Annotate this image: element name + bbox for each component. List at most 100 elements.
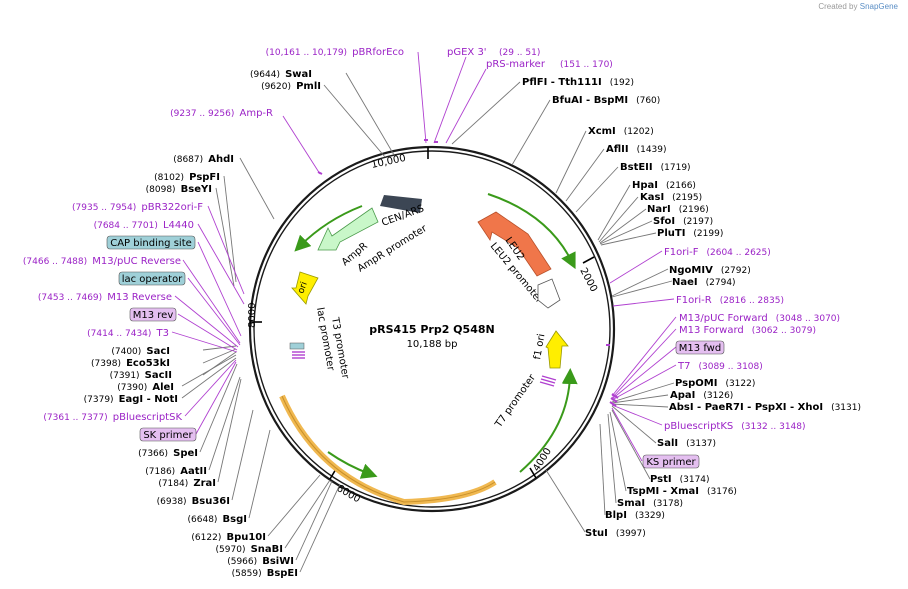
site-pmli: (9620) PmlI <box>261 74 321 93</box>
m13-fwd-box <box>675 340 725 355</box>
lower-orange-arc-core <box>281 395 496 503</box>
site-spei: (7366) SpeI <box>138 441 198 460</box>
cap-binding-site-box <box>106 235 196 250</box>
right-boxed-labels: M13 fwd KS primer <box>642 340 725 469</box>
site-blpi: BlpI(3329) <box>605 510 665 521</box>
feature-pbr322ori-f: (7935 .. 7954) pBR322ori-F <box>72 195 203 214</box>
tick-marks <box>250 147 595 480</box>
site-bfuai-bspmi: BfuAI - BspMI(760) <box>552 95 660 106</box>
site-snabi: (5970) SnaBI <box>216 537 283 556</box>
site-stui: StuI(3997) <box>585 528 646 539</box>
feature-pbluescriptsk: (7361 .. 7377) pBluescriptSK <box>43 405 182 424</box>
ks-primer-label: KS primer <box>646 457 696 468</box>
site-eco53ki: (7398) Eco53kI <box>91 351 170 370</box>
feature-pgex3-range: (29 .. 51) <box>499 48 540 58</box>
feature-t3: (7414 .. 7434) T3 <box>87 321 169 340</box>
feature-pgex3: pGEX 3' <box>447 47 487 58</box>
site-tspmi-xmai: TspMI - XmaI(3176) <box>627 486 737 497</box>
feature-f1ori-r: F1ori-R(2816 .. 2835) <box>676 295 784 306</box>
feature-pbluescriptks: pBluescriptKS(3132 .. 3148) <box>664 421 806 432</box>
f1-ori-label: f1 ori <box>532 333 547 361</box>
site-hpai: HpaI(2166) <box>632 180 696 191</box>
site-pspfi: (8102) PspFI <box>154 165 220 184</box>
site-alei: (7390) AleI <box>117 375 174 394</box>
top-feature-labels: pGEX 3' (29 .. 51) pRS-marker (151 .. 17… <box>447 47 613 70</box>
site-sfoi: SfoI(2197) <box>653 216 713 227</box>
leu2-primer-arc <box>487 193 576 270</box>
right-connectors <box>545 130 677 533</box>
mcs-right-marks <box>539 375 557 387</box>
left-boxed-labels: CAP binding site lac operator M13 rev SK… <box>106 235 197 442</box>
feature-prs-marker-range: (151 .. 170) <box>560 60 613 70</box>
site-kasi: KasI(2195) <box>640 192 702 203</box>
site-apai: ApaI(3126) <box>670 390 733 401</box>
credit-prefix: Created by <box>818 2 858 11</box>
ori-label: ori <box>296 281 309 295</box>
left-enzyme-labels: (9644) SwaI (9620) PmlI (8687) AhdI (810… <box>84 62 321 580</box>
top-connectors <box>433 56 551 166</box>
site-smai: SmaI(3178) <box>617 498 683 509</box>
m13-rev-label: M13 rev <box>133 310 174 321</box>
site-bsu36i: (6938) Bsu36I <box>157 489 230 508</box>
feature-ticks <box>317 139 619 407</box>
f1-ori-arrow <box>545 330 569 369</box>
site-bsteii: BstEII(1719) <box>620 162 691 173</box>
lac-operator-box <box>118 271 186 286</box>
site-zrai: (7184) ZraI <box>158 471 216 490</box>
left-feature-labels: (10,161 .. 10,179) pBRforEco (9237 .. 92… <box>23 40 404 424</box>
sk-primer-label: SK primer <box>143 430 193 441</box>
backbone-inner <box>253 150 611 508</box>
site-aflii: AflII(1439) <box>606 144 667 155</box>
ampr-arrow <box>317 207 379 251</box>
lower-orange-arc <box>279 394 497 506</box>
ks-primer-box <box>642 454 700 469</box>
mcs-left-marks <box>292 351 305 359</box>
t7-promoter-label: T7 promoter <box>493 372 539 431</box>
feature-prs-marker: pRS-marker <box>486 59 546 70</box>
site-bspei: (5859) BspEI <box>232 561 298 580</box>
site-bpu10i: (6122) Bpu10I <box>191 525 266 544</box>
site-aatii: (7186) AatII <box>145 459 207 478</box>
cap-site-mark <box>289 342 305 350</box>
left-feature-connectors <box>171 51 427 435</box>
lower-primer-arc <box>327 451 378 479</box>
site-nari: NarI(2196) <box>647 204 709 215</box>
site-ngomiv: NgoMIV(2792) <box>669 265 751 276</box>
ampr-primer-arc <box>294 205 363 252</box>
site-naei: NaeI(2794) <box>672 277 736 288</box>
tick-label-8000: 8000 <box>247 303 258 328</box>
leu2-promoter-arrow <box>537 278 561 309</box>
m13-fwd-label: M13 fwd <box>679 343 721 354</box>
site-eagi-noti: (7379) EagI - NotI <box>84 387 178 406</box>
site-psti: PstI(3174) <box>650 474 710 485</box>
plasmid-name: pRS415 Prp2 Q548N <box>369 323 494 336</box>
left-connectors <box>181 72 395 573</box>
feature-amp-r: (9237 .. 9256) Amp-R <box>170 101 273 120</box>
lac-operator-label: lac operator <box>122 274 183 285</box>
feature-m13-puc-reverse: (7466 .. 7488) M13/pUC Reverse <box>23 249 181 268</box>
leu2-arrow <box>477 211 552 277</box>
site-ahdi: (8687) AhdI <box>173 147 234 166</box>
right-enzyme-labels: PflFI - Tth111I(192) BfuAI - BspMI(760) … <box>522 77 861 539</box>
feature-m13-reverse: (7453 .. 7469) M13 Reverse <box>38 285 172 304</box>
site-xcmi: XcmI(1202) <box>588 126 654 137</box>
feature-f1ori-f: F1ori-F(2604 .. 2625) <box>664 247 771 258</box>
site-bsiwi: (5966) BsiWI <box>227 549 294 568</box>
cap-binding-site-label: CAP binding site <box>110 238 192 249</box>
snapgene-logo: SnapGene <box>859 2 898 11</box>
tick-label-2000: 2000 <box>577 266 599 294</box>
feature-pbrforeco: (10,161 .. 10,179) pBRforEco <box>266 40 404 59</box>
sk-primer-box <box>139 427 197 442</box>
plasmid-length: 10,188 bp <box>407 339 458 350</box>
site-swai: (9644) SwaI <box>250 62 312 81</box>
tick-label-4000: 4000 <box>531 446 554 473</box>
site-absi-xhoi: AbsI - PaeR7I - PspXI - XhoI(3131) <box>669 402 861 413</box>
site-sali: SalI(3137) <box>657 438 716 449</box>
site-bsgi: (6648) BsgI <box>188 507 247 526</box>
site-pflfi-tth111i: PflFI - Tth111I(192) <box>522 77 634 88</box>
site-pluti: PluTI(2199) <box>657 228 723 239</box>
backbone-outer <box>248 145 616 513</box>
feature-l4440: (7684 .. 7701) L4440 <box>94 213 194 232</box>
site-saci: (7400) SacI <box>111 339 170 358</box>
